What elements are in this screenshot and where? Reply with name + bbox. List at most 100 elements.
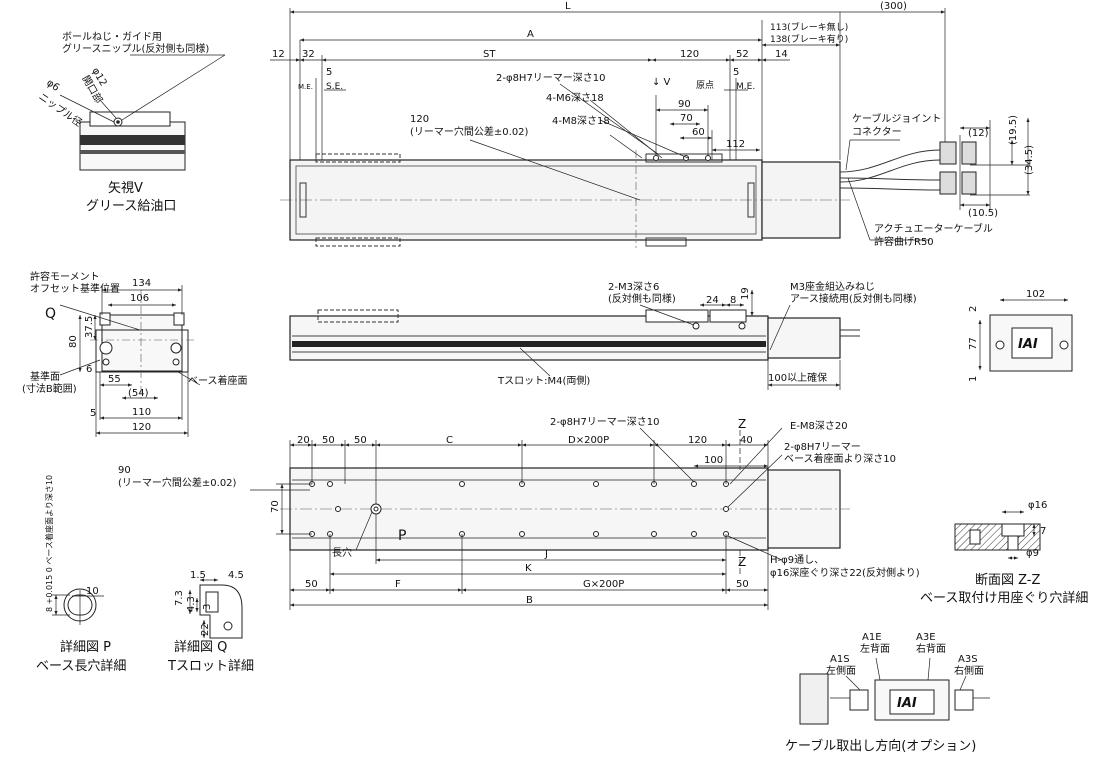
m8-label: 4-M8深さ18 xyxy=(552,115,610,127)
dim-19-5: (19.5) xyxy=(1008,115,1019,145)
m3-opposite-label: (反対側も同様) xyxy=(608,292,676,305)
dim-10-p: 10 xyxy=(86,586,99,597)
reamer-tol-b: (リーマー穴間公差±0.02) xyxy=(118,476,237,489)
reamer-120-tol: (リーマー穴間公差±0.02) xyxy=(410,125,529,138)
grease-caption: グリース給油口 xyxy=(86,199,176,214)
section-zz: φ16 φ9 7 断面図 Z-Z ベース取付け用座ぐり穴詳細 xyxy=(920,500,1088,606)
detail-q: 1.5 4.5 7.3 4.3 3 22 詳細図 Q Tスロット詳細 xyxy=(167,570,254,674)
z-marker-bottom: Z xyxy=(738,555,746,569)
bottom-view: 20 50 50 C D×200P 120 40 100 Z Z 2-φ8H7リ… xyxy=(118,416,920,610)
m3-label: 2-M3深さ6 xyxy=(608,281,659,293)
iai-logo-small: IAI xyxy=(897,696,917,711)
a3e-code: A3E xyxy=(916,632,936,643)
dim-300: (300) xyxy=(880,1,907,12)
dim-40: 40 xyxy=(740,435,753,446)
dim-50-b: 50 xyxy=(354,435,367,446)
dim-L: L xyxy=(565,1,571,12)
cable-joint-label: ケーブルジョイント xyxy=(852,112,941,125)
section-caption: 断面図 Z-Z xyxy=(975,573,1041,588)
dim-134: 134 xyxy=(132,278,151,289)
dim-138: 138(ブレーキ有り) xyxy=(770,33,848,45)
moment-label-2: オフセット基準位置 xyxy=(30,282,120,295)
dim-5-right: 5 xyxy=(733,67,739,78)
origin-label: 原点 xyxy=(696,80,714,91)
dim-7-3: 7.3 xyxy=(174,590,185,606)
dim-37-5: 37.5 xyxy=(84,316,95,338)
dim-C: C xyxy=(446,435,453,446)
detail-q-marker: Q xyxy=(45,306,56,322)
cable-option-caption: ケーブル取出し方向(オプション) xyxy=(785,738,976,754)
view-v-label-2: グリースニップル(反対側も同様) xyxy=(62,42,209,55)
end-small-view: 102 2 77 1 IAI xyxy=(968,289,1073,382)
counterbore-label: φ16深座ぐり深さ22(反対側より) xyxy=(770,566,920,579)
detail-q-caption: 詳細図 Q xyxy=(174,639,227,655)
a3s-text: 右側面 xyxy=(954,664,984,677)
detail-p-subcaption: ベース長穴詳細 xyxy=(36,658,126,674)
dim-120: 120 xyxy=(680,49,699,60)
dim-D: D×200P xyxy=(568,435,609,446)
a3e-text: 右背面 xyxy=(916,642,946,655)
ground-label: アース接続用(反対側も同様) xyxy=(790,292,917,305)
dim-77: 77 xyxy=(968,337,979,350)
side-view: 2-M3深さ6 (反対側も同様) 24 8 19 M3座金組込みねじ アース接続… xyxy=(289,280,917,390)
slot-tolerance: 8 +0.015 0 ベース着座面より深さ10 xyxy=(44,475,54,612)
reamer-120-label: 120 xyxy=(410,114,429,125)
base-mount-label: ベース着座面 xyxy=(188,374,248,387)
dim-120-end: 120 xyxy=(132,422,151,433)
dim-70: 70 xyxy=(680,113,693,124)
dim-102: 102 xyxy=(1026,289,1045,300)
z-marker-top: Z xyxy=(738,417,746,431)
dim-120-b: 120 xyxy=(688,435,707,446)
dim-106: 106 xyxy=(130,293,149,304)
ref-surface-label: 基準面 xyxy=(30,370,60,383)
dim-70-b: 70 xyxy=(270,500,281,513)
dim-7-zz: 7 xyxy=(1040,526,1046,537)
dim-52: 52 xyxy=(736,49,749,60)
dim-24: 24 xyxy=(706,295,719,306)
view-v-caption: 矢視V xyxy=(108,181,143,196)
dim-54: (54) xyxy=(128,388,149,399)
dim-90: 90 xyxy=(678,99,691,110)
h-hole-label: H-φ9通し、 xyxy=(770,554,824,566)
m3-screw-label: M3座金組込みねじ xyxy=(790,280,875,293)
dim-14: 14 xyxy=(775,49,788,60)
ref-range-label: (寸法B範囲) xyxy=(22,382,77,395)
dim-K: K xyxy=(525,563,532,574)
tslot-label: Tスロット:M4(両側) xyxy=(497,374,590,387)
dim-B: B xyxy=(526,595,533,606)
dim-34-5: (34.5) xyxy=(1024,145,1035,175)
detail-q-subcaption: Tスロット詳細 xyxy=(167,658,254,674)
dim-32: 32 xyxy=(302,49,315,60)
dim-12: 12 xyxy=(272,49,285,60)
actuator-cable-label: アクチュエーターケーブル xyxy=(874,222,993,235)
moment-label-1: 許容モーメント xyxy=(30,270,100,283)
top-view: L (300) 113(ブレーキ無し) 138(ブレーキ有り) A 12 32 … xyxy=(270,1,1035,248)
reamer2-label: 2-φ8H7リーマー xyxy=(784,442,861,453)
a1s-code: A1S xyxy=(830,654,850,665)
dim-50-a: 50 xyxy=(322,435,335,446)
dim-112: 112 xyxy=(726,139,745,150)
view-v-marker: ↓ V xyxy=(652,77,671,88)
dim-90-b: 90 xyxy=(118,465,131,476)
bend-radius-label: 許容曲げR50 xyxy=(874,235,934,248)
dim-J: J xyxy=(544,549,548,560)
reamer2-depth-label: ベース着座面より深さ10 xyxy=(784,452,896,465)
dim-50-d: 50 xyxy=(736,579,749,590)
me-left-label: M.E. xyxy=(298,83,313,91)
dim-5-end: 5 xyxy=(90,408,96,419)
cable-option: A1S 左側面 A1E 左背面 A3E 右背面 A3S 右側面 IAI ケーブル… xyxy=(785,632,990,754)
view-v-label-1: ボールねじ・ガイド用 xyxy=(62,31,162,43)
dim-100-b: 100 xyxy=(704,455,723,466)
dim-10-5: (10.5) xyxy=(968,208,998,219)
dim-1-small: 1 xyxy=(968,376,979,382)
dim-F: F xyxy=(395,579,401,590)
dim-5-left: 5 xyxy=(326,67,332,78)
dim-60: 60 xyxy=(692,127,705,138)
detail-p: 8 +0.015 0 ベース着座面より深さ10 10 詳細図 P ベース長穴詳細 xyxy=(36,475,126,674)
dim-4-3: 4.3 xyxy=(186,596,197,612)
detail-p-caption: 詳細図 P xyxy=(60,639,111,655)
dim-19: 19 xyxy=(740,287,751,300)
a1e-code: A1E xyxy=(862,632,882,643)
view-v: ボールねじ・ガイド用 グリースニップル(反対側も同様) φ6 ニップル径 φ12… xyxy=(36,31,226,214)
